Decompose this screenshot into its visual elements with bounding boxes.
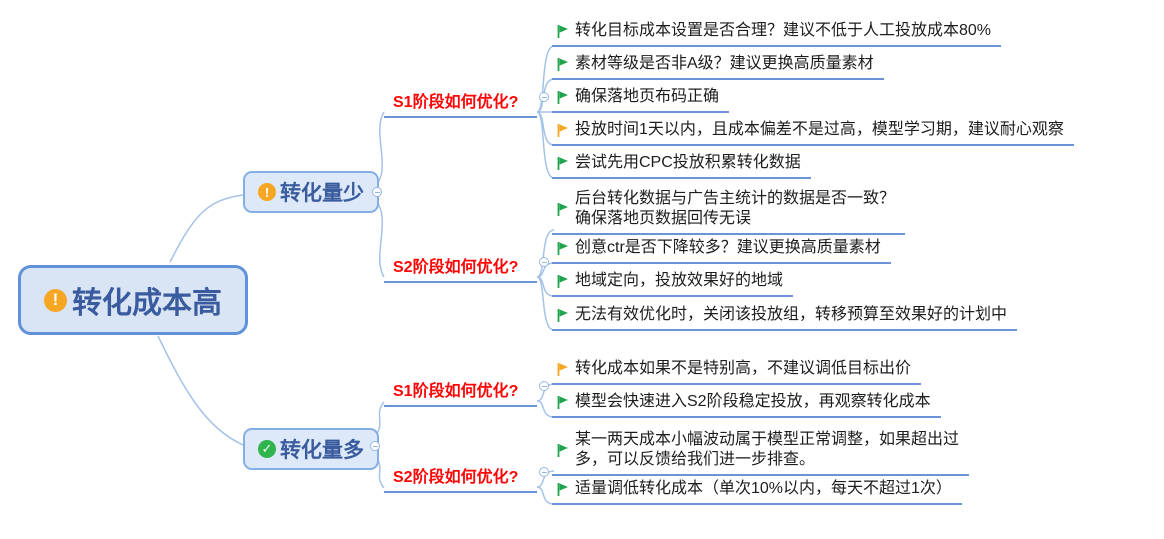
- collapse-handle-icon[interactable]: [370, 441, 380, 451]
- flag-icon: [556, 90, 569, 105]
- leaf-topic[interactable]: 尝试先用CPC投放积累转化数据: [552, 152, 811, 179]
- collapse-handle-icon[interactable]: [539, 467, 549, 477]
- flag-icon: [556, 123, 569, 138]
- leaf-topic[interactable]: 某一两天成本小幅波动属于模型正常调整，如果超出过 多，可以反馈给我们进一步排查。: [552, 429, 970, 476]
- flag-icon: [556, 202, 569, 217]
- root-topic-label: 转化成本高: [72, 287, 222, 320]
- leaf-text: 适量调低转化成本（单次10%以内，每天不超过1次）: [575, 480, 952, 497]
- leaf-topic[interactable]: 适量调低转化成本（单次10%以内，每天不超过1次）: [552, 478, 962, 505]
- leaf-text: 创意ctr是否下降较多？建议更换高质量素材: [575, 239, 881, 256]
- stage-label-s1-many[interactable]: S1阶段如何优化?: [384, 377, 537, 407]
- leaf-text: 后台转化数据与广告主统计的数据是否一致？ 确保落地页数据回传无误: [575, 190, 896, 227]
- leaf-text: 投放时间1天以内，且成本偏差不是过高，模型学习期，建议耐心观察: [575, 121, 1064, 138]
- check-icon: ✓: [258, 440, 276, 458]
- alert-icon: !: [44, 288, 67, 312]
- leaf-text: 尝试先用CPC投放积累转化数据: [575, 154, 801, 171]
- branch-topic-many-conversions[interactable]: ✓ 转化量多: [243, 428, 379, 470]
- flag-icon: [556, 482, 569, 497]
- flag-icon: [556, 395, 569, 410]
- branch-topic-few-conversions[interactable]: ! 转化量少: [243, 171, 379, 213]
- collapse-handle-icon[interactable]: [539, 92, 549, 102]
- leaf-text: 某一两天成本小幅波动属于模型正常调整，如果超出过 多，可以反馈给我们进一步排查。: [575, 431, 960, 468]
- leaf-topic[interactable]: 创意ctr是否下降较多？建议更换高质量素材: [552, 237, 891, 264]
- branch-topic-label: 转化量少: [280, 182, 364, 205]
- leaf-text: 转化成本如果不是特别高，不建议调低目标出价: [575, 360, 912, 377]
- branch-topic-label: 转化量多: [280, 439, 364, 462]
- flag-icon: [556, 308, 569, 323]
- flag-icon: [556, 443, 569, 458]
- flag-icon: [556, 241, 569, 256]
- leaf-topic[interactable]: 无法有效优化时，关闭该投放组，转移预算至效果好的计划中: [552, 304, 1018, 331]
- flag-icon: [556, 156, 569, 171]
- stage-label-s1-few[interactable]: S1阶段如何优化?: [384, 88, 537, 118]
- leaf-topic[interactable]: 模型会快速进入S2阶段稳定投放，再观察转化成本: [552, 391, 941, 418]
- collapse-handle-icon[interactable]: [539, 381, 549, 391]
- leaf-topic[interactable]: 转化目标成本设置是否合理？建议不低于人工投放成本80%: [552, 20, 1002, 47]
- leaf-text: 转化目标成本设置是否合理？建议不低于人工投放成本80%: [575, 22, 992, 39]
- stage-label-s2-few[interactable]: S2阶段如何优化?: [384, 253, 537, 283]
- flag-icon: [556, 274, 569, 289]
- leaf-text: 无法有效优化时，关闭该投放组，转移预算至效果好的计划中: [575, 306, 1008, 323]
- leaf-topic[interactable]: 地域定向，投放效果好的地域: [552, 270, 794, 297]
- leaf-text: 确保落地页布码正确: [575, 88, 720, 105]
- collapse-handle-icon[interactable]: [372, 187, 382, 197]
- leaf-text: 素材等级是否非A级？建议更换高质量素材: [575, 55, 874, 72]
- flag-icon: [556, 57, 569, 72]
- flag-icon: [556, 24, 569, 39]
- leaf-topic[interactable]: 后台转化数据与广告主统计的数据是否一致？ 确保落地页数据回传无误: [552, 188, 906, 235]
- collapse-handle-icon[interactable]: [539, 257, 549, 267]
- flag-icon: [556, 362, 569, 377]
- leaf-topic[interactable]: 素材等级是否非A级？建议更换高质量素材: [552, 53, 884, 80]
- stage-label-s2-many[interactable]: S2阶段如何优化?: [384, 463, 537, 493]
- leaf-topic[interactable]: 投放时间1天以内，且成本偏差不是过高，模型学习期，建议耐心观察: [552, 119, 1074, 146]
- leaf-topic[interactable]: 确保落地页布码正确: [552, 86, 730, 113]
- leaf-topic[interactable]: 转化成本如果不是特别高，不建议调低目标出价: [552, 358, 922, 385]
- alert-icon: !: [258, 183, 276, 201]
- leaf-text: 模型会快速进入S2阶段稳定投放，再观察转化成本: [575, 393, 931, 410]
- leaf-text: 地域定向，投放效果好的地域: [575, 272, 784, 289]
- root-topic[interactable]: ! 转化成本高: [18, 265, 248, 335]
